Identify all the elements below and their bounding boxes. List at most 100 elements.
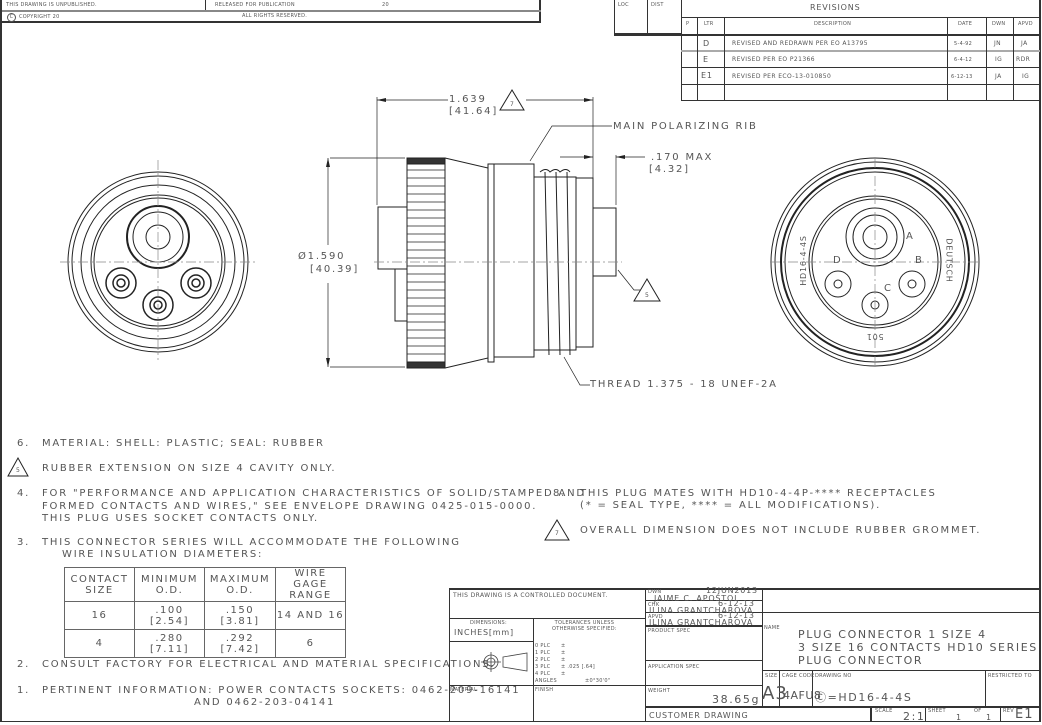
- drawing-no-value: Ⓒ=HD16-4-4S: [815, 691, 913, 704]
- note-line: FOR "PERFORMANCE AND APPLICATION CHARACT…: [42, 488, 586, 499]
- note-8-line-2: (* = SEAL TYPE, **** = ALL MODIFICATIONS…: [580, 500, 882, 511]
- chk-label: CHK: [648, 602, 660, 608]
- value: .100: [155, 604, 184, 616]
- overall-length-mm: [41.64]: [449, 106, 499, 117]
- col-apvd: APVD: [1018, 21, 1033, 27]
- col-ltr: LTR: [704, 21, 714, 27]
- of-label: OF: [974, 708, 982, 714]
- contact-size: 4: [64, 629, 135, 658]
- col-date: DATE: [958, 21, 973, 27]
- note-8: THIS PLUG MATES WITH HD10-4-4P-**** RECE…: [580, 488, 937, 499]
- size-value: A3: [762, 683, 788, 704]
- header-text: RANGE: [289, 590, 332, 601]
- note7-flag-icon: 7: [510, 101, 515, 108]
- tol: ±: [561, 657, 566, 663]
- tol: ±: [561, 643, 566, 649]
- value-mm: [2.54]: [149, 615, 190, 627]
- header-text: MAXIMUM: [209, 573, 271, 585]
- plc: 2 PLC: [535, 657, 551, 663]
- col-p: P: [686, 21, 690, 27]
- value: .280: [155, 632, 184, 644]
- header-text: SIZE: [85, 584, 114, 596]
- tolerance-row: ANGLES±0°30'0": [535, 678, 611, 685]
- controlled-doc-text: THIS DRAWING IS A CONTROLLED DOCUMENT.: [453, 592, 608, 599]
- note-number: 4.: [17, 488, 31, 499]
- chk-name: ILINA GRANTCHAROVA: [649, 606, 754, 615]
- note-3: THIS CONNECTOR SERIES WILL ACCOMMODATE T…: [42, 537, 461, 548]
- dimensions-label: DIMENSIONS:: [470, 620, 508, 626]
- note-6: MATERIAL: SHELL: PLASTIC; SEAL: RUBBER: [42, 438, 325, 449]
- note-1: PERTINENT INFORMATION: POWER CONTACTS SO…: [42, 685, 521, 696]
- apvd-date: 6-12-13: [718, 611, 755, 620]
- plc: 3 PLC: [535, 664, 551, 670]
- note-number: 6.: [17, 438, 31, 449]
- tolerance-row: 3 PLC± .025 [.64]: [535, 664, 611, 671]
- copyright-icon: C: [7, 13, 16, 22]
- value-mm: [7.42]: [220, 643, 260, 655]
- rev-ltr: E: [703, 55, 709, 64]
- sheet-label: SHEET: [928, 708, 946, 714]
- tolerance-row: 4 PLC ±: [535, 671, 611, 678]
- weight-value: 38.65g: [712, 693, 761, 706]
- cavity-d: D: [833, 255, 843, 266]
- rev-dwn: JA: [995, 73, 1002, 80]
- unpublished-text: THIS DRAWING IS UNPUBLISHED.: [6, 2, 97, 8]
- cavity-a: A: [906, 231, 915, 242]
- value: .150: [225, 604, 255, 616]
- rev-description: REVISED PER ECO-13-010850: [732, 73, 832, 80]
- chk-date: 6-12-13: [718, 599, 755, 608]
- tol: ±: [561, 650, 566, 656]
- restricted-label: RESTRICTED TO: [988, 673, 1032, 679]
- copyright-text: COPYRIGHT 20: [19, 14, 60, 20]
- rev-description: REVISED AND REDRAWN PER EO A13795: [732, 40, 868, 47]
- max-od: .292[7.42]: [204, 629, 276, 658]
- dimensions-value: INCHES[mm]: [454, 628, 514, 637]
- wire-gage: 6: [275, 629, 346, 658]
- apvd-label: APVD: [648, 614, 663, 620]
- col-dwn: DWN: [992, 21, 1006, 27]
- header-text: MINIMUM: [140, 573, 199, 585]
- label-line: TOLERANCES UNLESS: [554, 620, 615, 626]
- plc: 0 PLC: [535, 643, 551, 649]
- rev-label: REV: [1003, 708, 1014, 714]
- max-ext-dim: .170 MAX: [651, 152, 714, 163]
- plc: 4 PLC: [535, 671, 551, 677]
- cage-code-label: CAGE CODE: [782, 673, 815, 679]
- rear-view: [60, 160, 256, 360]
- front-view: [770, 157, 980, 367]
- note7-flag-icon: 7: [555, 530, 560, 537]
- note-4: FOR "PERFORMANCE AND APPLICATION CHARACT…: [42, 488, 586, 526]
- application-spec-label: APPLICATION SPEC: [648, 664, 700, 670]
- revisions-title: REVISIONS: [810, 3, 861, 12]
- part-name: PLUG CONNECTOR 1 SIZE 4 3 SIZE 16 CONTAC…: [798, 628, 1038, 667]
- contact-size: 16: [64, 601, 135, 630]
- part-name-line: 3 SIZE 16 CONTACTS HD10 SERIES: [798, 641, 1038, 654]
- diameter-mm: [40.39]: [310, 264, 360, 275]
- loc-label: LOC: [618, 2, 629, 8]
- value-mm: [7.11]: [149, 643, 190, 655]
- value: .292: [225, 632, 255, 644]
- label-line: OTHERWISE SPECIFIED:: [552, 626, 617, 632]
- table-row: 4 .280[7.11] .292[7.42] 6: [64, 629, 346, 658]
- header-text: WIRE GAGE: [293, 568, 328, 590]
- rev-apvd: JA: [1021, 40, 1028, 47]
- dwn-label: DWN: [648, 589, 662, 595]
- rev-date: 6-12-13: [951, 74, 973, 80]
- tol: ±: [561, 671, 566, 677]
- header-text: O.D.: [226, 584, 254, 596]
- max-ext-mm: [4.32]: [649, 164, 690, 175]
- dwn-name: JAIME C. APOSTOL: [654, 594, 740, 603]
- cavity-b: B: [915, 255, 924, 266]
- apvd-name: ILINA GRANTCHAROVA: [649, 618, 754, 627]
- sheet-total: 1: [986, 713, 992, 722]
- note-number: 2.: [17, 659, 31, 670]
- drawing-no-label: DRAWING NO: [815, 673, 852, 679]
- main-rib-label: MAIN POLARIZING RIB: [613, 121, 758, 132]
- name-label: NAME: [764, 625, 780, 631]
- note-line: FORMED CONTACTS AND WIRES," SEE ENVELOPE…: [42, 500, 538, 512]
